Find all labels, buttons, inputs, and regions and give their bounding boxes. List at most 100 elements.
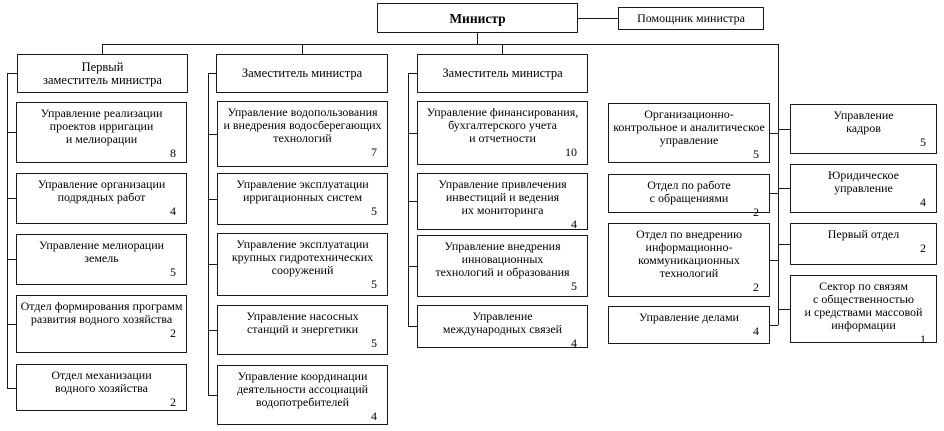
unit-box: Управление организации подрядных работ 4	[16, 173, 187, 224]
connector-line	[408, 133, 417, 134]
connector-line	[208, 264, 217, 265]
connector-line	[208, 199, 217, 200]
connector-line	[208, 395, 217, 396]
connector-line	[770, 325, 778, 326]
unit-title: Управление организации подрядных работ	[37, 177, 166, 204]
unit-title: Управление делами	[639, 310, 739, 324]
staff-count: 5	[753, 147, 759, 161]
unit-box: Управление эксплуатации ирригационных си…	[217, 173, 388, 225]
staff-count: 4	[571, 336, 577, 350]
unit-box: Отдел по внедрению информационно- коммун…	[608, 223, 770, 297]
unit-box: Управление насосных станций и энергетики…	[217, 305, 388, 355]
staff-count: 5	[371, 336, 377, 350]
deputy-first-box: Первый заместитель министра	[17, 54, 188, 93]
unit-box: Управление финансирования, бухгалтерског…	[417, 101, 588, 165]
connector-line	[578, 18, 618, 19]
staff-count: 5	[371, 204, 377, 218]
unit-title: Управление эксплуатации крупных гидротех…	[231, 237, 374, 277]
connector-line	[778, 129, 790, 130]
connector-line	[7, 259, 16, 260]
staff-count: 5	[571, 279, 577, 293]
connector-line	[408, 326, 417, 327]
staff-count: 1	[920, 332, 926, 346]
connector-line	[408, 73, 409, 326]
staff-count: 2	[920, 241, 926, 255]
unit-box: Управление кадров 5	[790, 104, 937, 154]
unit-title: Первый отдел	[827, 227, 900, 241]
unit-title: Управление привлечения инвестиций и веде…	[438, 177, 567, 217]
connector-line	[408, 201, 417, 202]
unit-title: Управление международных связей	[442, 309, 563, 336]
connector-line	[208, 134, 217, 135]
connector-line	[778, 244, 790, 245]
staff-count: 4	[170, 204, 176, 218]
unit-title: Отдел механизации водного хозяйства	[51, 368, 152, 395]
connector-line	[7, 73, 17, 74]
unit-title: Управление мелиорации земель	[38, 238, 165, 265]
connector-line	[208, 73, 216, 74]
connector-line	[102, 44, 103, 54]
minister-assistant-label: Помощник министра	[637, 11, 745, 25]
unit-title: Отдел формирования программ развития вод…	[20, 299, 183, 326]
connector-line	[502, 44, 503, 54]
unit-box: Сектор по связям с общественностью и сре…	[790, 275, 937, 346]
connector-line	[778, 309, 790, 310]
staff-count: 4	[571, 217, 577, 231]
staff-count: 5	[371, 277, 377, 291]
connector-line	[102, 44, 779, 45]
connector-line	[302, 44, 303, 54]
staff-count: 10	[565, 145, 577, 159]
unit-box: Отдел по работе с обращениями 2	[608, 174, 770, 219]
minister-label: Министр	[449, 10, 506, 26]
connector-line	[778, 44, 779, 325]
unit-box: Организационно- контрольное и аналитичес…	[608, 103, 770, 163]
unit-box: Управление эксплуатации крупных гидротех…	[217, 233, 388, 296]
connector-line	[408, 266, 417, 267]
unit-title: Управление финансирования, бухгалтерског…	[426, 105, 579, 145]
staff-count: 2	[753, 205, 759, 219]
unit-title: Управление реализации проектов ирригации…	[40, 106, 163, 146]
minister-box: Министр	[377, 3, 578, 33]
connector-line	[7, 73, 8, 388]
unit-title: Управление кадров	[833, 108, 894, 135]
staff-count: 2	[170, 395, 176, 409]
staff-count: 4	[371, 409, 377, 423]
staff-count: 5	[920, 135, 926, 149]
unit-box: Управление мелиорации земель 5	[16, 234, 187, 285]
connector-line	[7, 388, 16, 389]
unit-title: Отдел по внедрению информационно- коммун…	[635, 227, 743, 280]
staff-count: 4	[753, 324, 759, 338]
unit-title: Отдел по работе с обращениями	[647, 178, 731, 205]
connector-line	[477, 33, 478, 44]
connector-line	[7, 132, 16, 133]
unit-box: Управление делами 4	[608, 306, 770, 344]
unit-title: Управление координации деятельности ассо…	[236, 369, 369, 409]
deputy-second-box: Заместитель министра	[216, 54, 388, 93]
unit-box: Отдел формирования программ развития вод…	[16, 295, 187, 353]
connector-line	[208, 330, 217, 331]
staff-count: 8	[170, 146, 176, 160]
unit-box: Управление реализации проектов ирригации…	[16, 102, 187, 163]
minister-assistant-box: Помощник министра	[618, 7, 764, 30]
unit-box: Юридическое управление 4	[790, 164, 937, 213]
unit-box: Отдел механизации водного хозяйства 2	[16, 364, 187, 411]
unit-box: Управление внедрения инновационных техно…	[417, 235, 588, 297]
unit-title: Управление водопользования и внедрения в…	[223, 105, 382, 145]
connector-line	[770, 133, 778, 134]
unit-box: Управление привлечения инвестиций и веде…	[417, 173, 588, 231]
unit-box: Управление координации деятельности ассо…	[217, 365, 388, 425]
unit-title: Управление эксплуатации ирригационных си…	[236, 177, 369, 204]
staff-count: 4	[920, 195, 926, 209]
unit-title: Сектор по связям с общественностью и сре…	[804, 279, 923, 332]
connector-line	[408, 73, 417, 74]
unit-title: Управление внедрения инновационных техно…	[435, 239, 570, 279]
deputy-third-box: Заместитель министра	[417, 54, 588, 93]
staff-count: 5	[170, 265, 176, 279]
connector-line	[770, 260, 778, 261]
connector-line	[208, 73, 209, 395]
staff-count: 2	[753, 280, 759, 294]
connector-line	[778, 188, 790, 189]
connector-line	[770, 193, 778, 194]
unit-box: Управление водопользования и внедрения в…	[217, 101, 388, 167]
